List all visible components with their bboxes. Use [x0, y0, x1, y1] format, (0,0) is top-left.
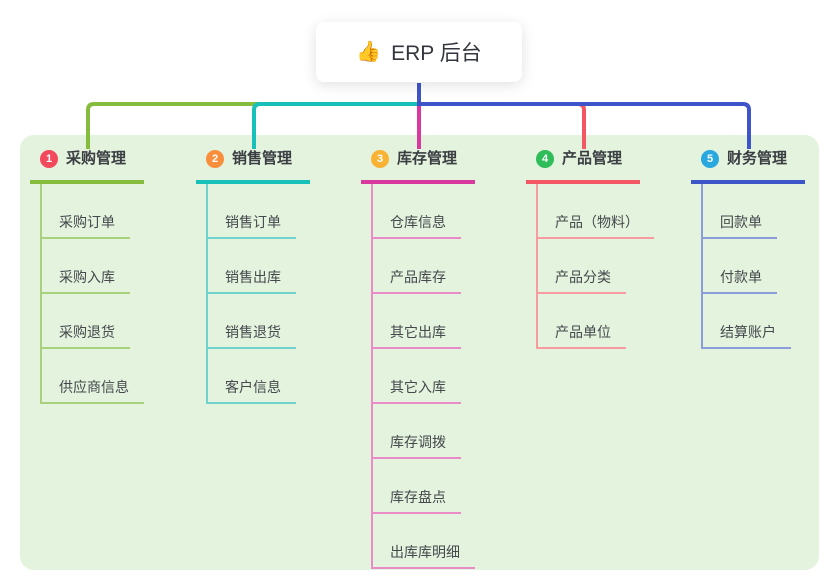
- branch-5: 5 财务管理回款单付款单结算账户: [691, 146, 806, 349]
- child-node[interactable]: 库存盘点: [373, 459, 475, 514]
- child-node[interactable]: 其它入库: [373, 349, 475, 404]
- child-node-label: 回款单: [703, 214, 777, 239]
- child-node-label: 付款单: [703, 269, 777, 294]
- child-node-label: 销售退货: [208, 324, 296, 349]
- branch-label: 采购管理: [66, 150, 127, 167]
- child-node-label: 销售出库: [208, 269, 296, 294]
- child-node[interactable]: 产品分类: [538, 239, 654, 294]
- branch-head[interactable]: 4 产品管理: [526, 146, 641, 184]
- thumbs-up-icon: 👍: [356, 41, 382, 63]
- branch-label: 财务管理: [727, 150, 788, 167]
- branch-head[interactable]: 3 库存管理: [361, 146, 476, 184]
- branch-number-badge: 2: [206, 150, 224, 168]
- child-node-label: 产品分类: [538, 269, 626, 294]
- child-node[interactable]: 其它出库: [373, 294, 475, 349]
- branch-2: 2 销售管理销售订单销售出库销售退货客户信息: [196, 146, 311, 404]
- child-node-label: 采购入库: [42, 269, 130, 294]
- child-node[interactable]: 仓库信息: [373, 184, 475, 239]
- child-node-label: 销售订单: [208, 214, 296, 239]
- child-node[interactable]: 采购入库: [42, 239, 144, 294]
- child-node-label: 库存调拨: [373, 434, 461, 459]
- branch-1: 1 采购管理采购订单采购入库采购退货供应商信息: [30, 146, 145, 404]
- child-node[interactable]: 付款单: [703, 239, 805, 294]
- child-node-label: 采购退货: [42, 324, 130, 349]
- branch-4: 4 产品管理产品（物料） 产品分类产品单位: [526, 146, 654, 349]
- child-node-label: 结算账户: [703, 324, 791, 349]
- child-node[interactable]: 产品单位: [538, 294, 654, 349]
- child-node-label: 产品单位: [538, 324, 626, 349]
- branch-head[interactable]: 5 财务管理: [691, 146, 806, 184]
- child-node[interactable]: 采购退货: [42, 294, 144, 349]
- child-node[interactable]: 出库库明细: [373, 514, 475, 569]
- child-node[interactable]: 产品库存: [373, 239, 475, 294]
- child-node-label: 产品（物料）: [538, 214, 654, 239]
- branch-children: 销售订单销售出库销售退货客户信息: [206, 184, 310, 404]
- branch-children: 回款单付款单结算账户: [701, 184, 805, 349]
- child-node-label: 客户信息: [208, 379, 296, 404]
- branch-children: 采购订单采购入库采购退货供应商信息: [40, 184, 144, 404]
- child-node[interactable]: 回款单: [703, 184, 805, 239]
- branch-label: 产品管理: [562, 150, 623, 167]
- child-node[interactable]: 客户信息: [208, 349, 310, 404]
- child-node[interactable]: 结算账户: [703, 294, 805, 349]
- branch-number-badge: 1: [40, 150, 58, 168]
- branch-number-badge: 3: [371, 150, 389, 168]
- branches-panel: [20, 135, 819, 570]
- child-node[interactable]: 销售出库: [208, 239, 310, 294]
- child-node-label: 仓库信息: [373, 214, 461, 239]
- branch-label: 销售管理: [232, 150, 293, 167]
- branch-label: 库存管理: [397, 150, 458, 167]
- child-node-label: 供应商信息: [42, 379, 144, 404]
- child-node-label: 出库库明细: [373, 544, 475, 569]
- branch-head[interactable]: 1 采购管理: [30, 146, 145, 184]
- root-label: ERP 后台: [391, 42, 482, 65]
- child-node[interactable]: 产品（物料）: [538, 184, 654, 239]
- branch-children: 仓库信息产品库存其它出库其它入库库存调拨库存盘点出库库明细: [371, 184, 475, 569]
- child-node-label: 采购订单: [42, 214, 130, 239]
- branch-children: 产品（物料） 产品分类产品单位: [536, 184, 654, 349]
- branch-number-badge: 5: [701, 150, 719, 168]
- root-node[interactable]: 👍 ERP 后台: [316, 22, 522, 82]
- child-node-label: 其它入库: [373, 379, 461, 404]
- child-node-label: 库存盘点: [373, 489, 461, 514]
- child-node[interactable]: 库存调拨: [373, 404, 475, 459]
- child-node[interactable]: 采购订单: [42, 184, 144, 239]
- child-node[interactable]: 供应商信息: [42, 349, 144, 404]
- branch-head[interactable]: 2 销售管理: [196, 146, 311, 184]
- child-node[interactable]: 销售退货: [208, 294, 310, 349]
- child-node[interactable]: 销售订单: [208, 184, 310, 239]
- child-node-label: 产品库存: [373, 269, 461, 294]
- branch-number-badge: 4: [536, 150, 554, 168]
- child-node-label: 其它出库: [373, 324, 461, 349]
- branch-3: 3 库存管理仓库信息产品库存其它出库其它入库库存调拨库存盘点出库库明细: [361, 146, 476, 569]
